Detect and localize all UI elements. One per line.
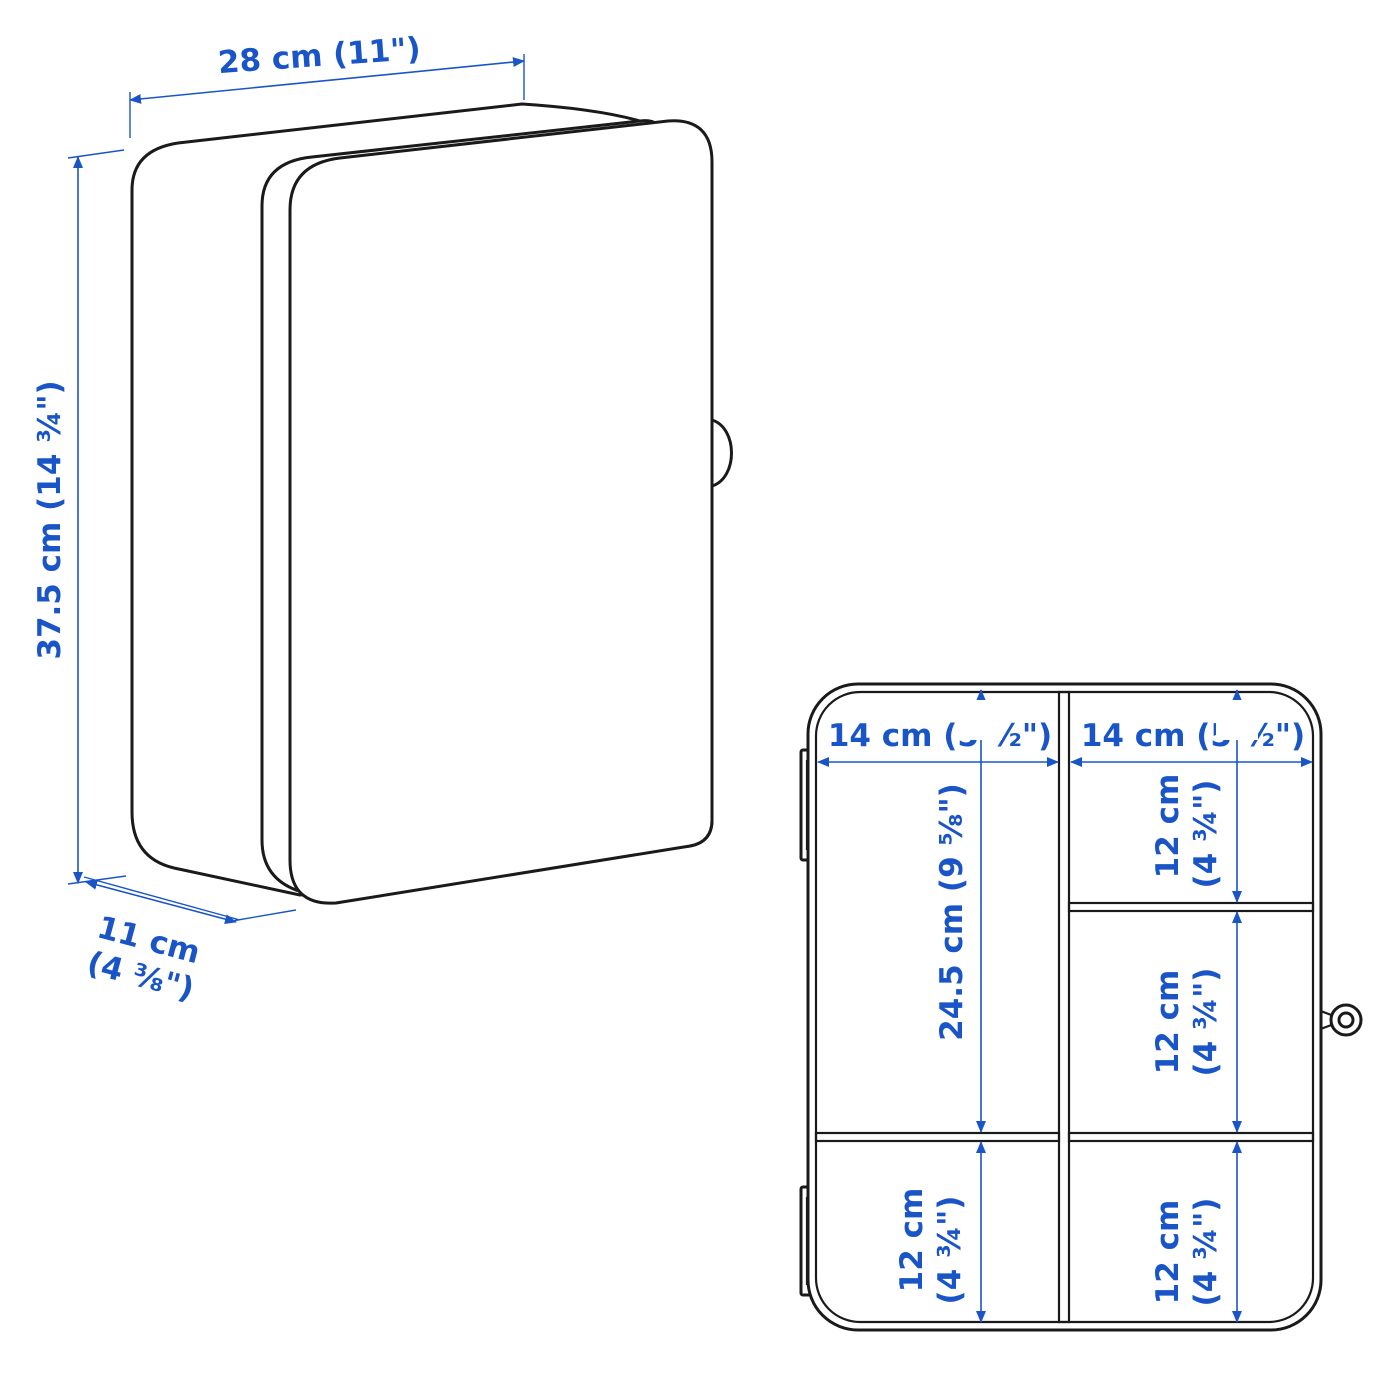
right-middle-line1: 12 cm <box>1150 970 1186 1075</box>
cabinet-knob <box>710 418 733 488</box>
cabinet-door <box>288 119 714 905</box>
dimension-left-tall-height: 24.5 cm (9 ⅝") <box>934 689 1002 1133</box>
cabinet-interior-view <box>799 682 1363 1332</box>
lock-icon <box>1317 1003 1363 1037</box>
right-bottom-line2: (4 ¾") <box>1188 1198 1224 1307</box>
right-middle-line2: (4 ¾") <box>1188 968 1224 1077</box>
cabinet-front-view <box>130 102 733 905</box>
dimension-right-middle-height: 12 cm (4 ¾") <box>1150 911 1242 1133</box>
right-top-line1: 12 cm <box>1150 774 1186 879</box>
left-bottom-line2: (4 ¾") <box>932 1196 968 1305</box>
right-top-line2: (4 ¾") <box>1188 780 1224 889</box>
height-label: 37.5 cm (14 ¾") <box>32 380 68 659</box>
dimension-depth: 11 cm (4 ⅜") <box>83 876 297 1008</box>
vertical-divider <box>1057 690 1071 1324</box>
left-tall-height-label: 24.5 cm (9 ⅝") <box>934 783 970 1041</box>
dimension-left-bottom-height: 12 cm (4 ¾") <box>894 1141 986 1323</box>
right-width-label: 14 cm (5 ½") <box>1081 718 1305 754</box>
dimension-right-bottom-height: 12 cm (4 ¾") <box>1150 1141 1242 1323</box>
left-bottom-line1: 12 cm <box>894 1188 930 1293</box>
dimension-right-top-height: 12 cm (4 ¾") <box>1150 689 1258 903</box>
dimension-left-width: 14 cm (5 ½") <box>817 718 1059 767</box>
shelf-left <box>814 1131 1061 1143</box>
shelf-right-upper <box>1067 901 1315 913</box>
dimension-height: 37.5 cm (14 ¾") <box>32 149 127 885</box>
left-width-label: 14 cm (5 ½") <box>828 718 1052 754</box>
right-bottom-line1: 12 cm <box>1150 1200 1186 1305</box>
dimension-right-width: 14 cm (5 ½") <box>1070 718 1313 767</box>
interior-outer-frame <box>806 682 1323 1332</box>
shelf-right-lower <box>1067 1131 1315 1143</box>
